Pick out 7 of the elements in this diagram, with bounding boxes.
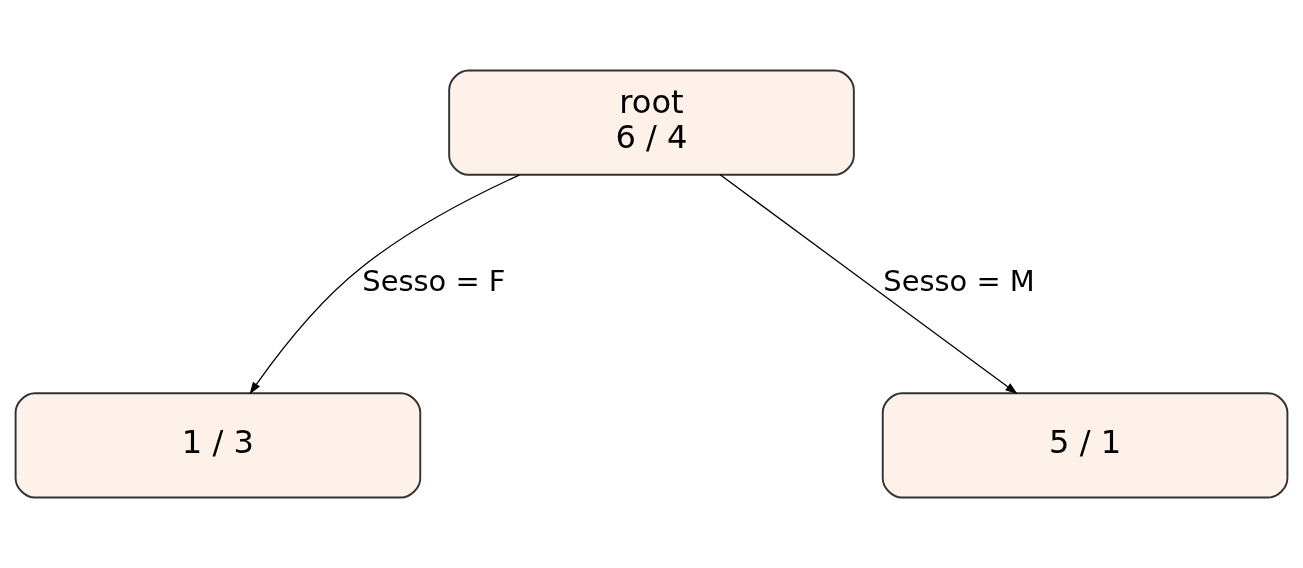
arrow: [719, 174, 1018, 394]
node-box: 1 / 3: [14, 392, 422, 499]
edge-label: Sesso = F: [362, 264, 506, 299]
arrow: [249, 174, 520, 395]
edge-label: Sesso = M: [883, 264, 1035, 299]
node-box: root 6 / 4: [448, 69, 855, 176]
node-box: 5 / 1: [881, 392, 1289, 499]
